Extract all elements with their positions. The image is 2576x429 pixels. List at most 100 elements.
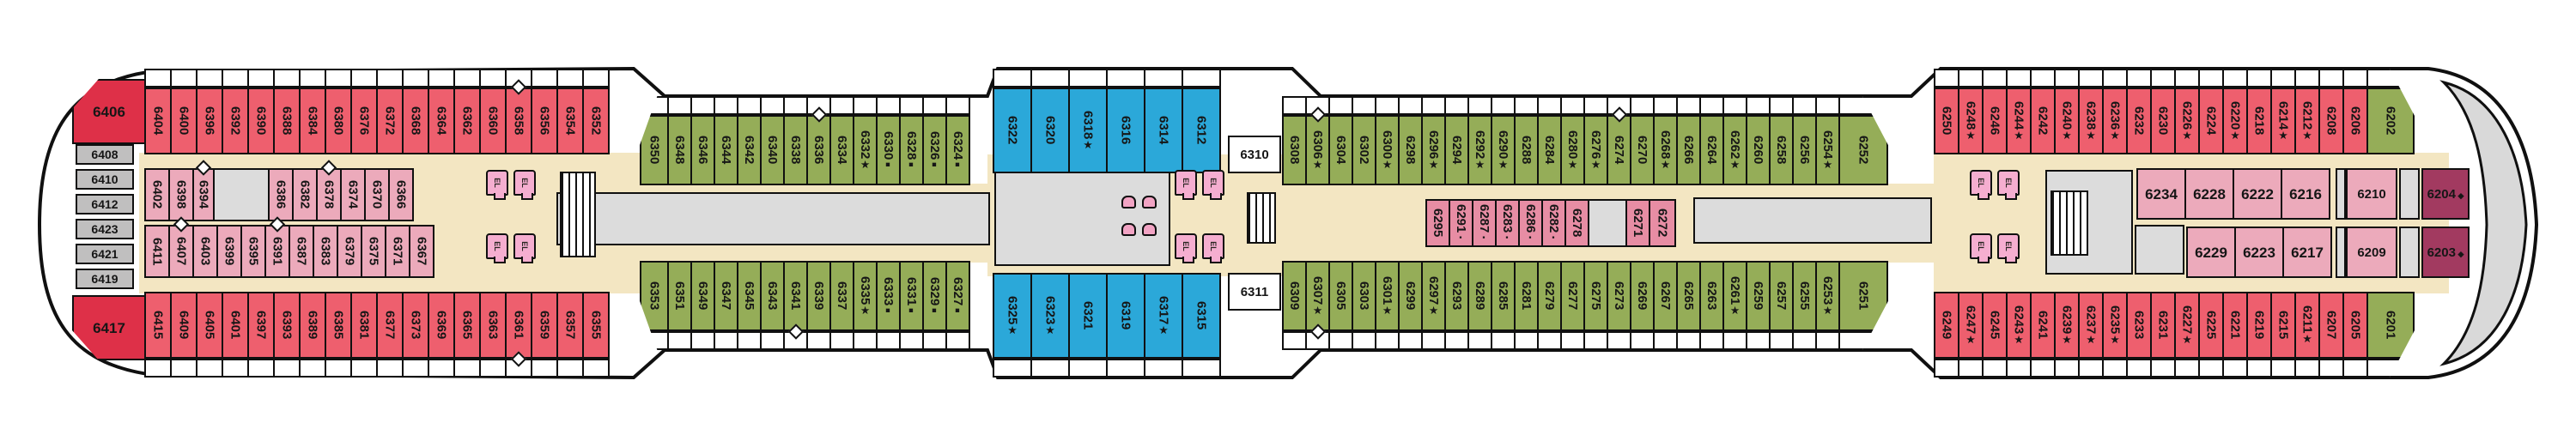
cabin-6297[interactable]: 6297★ xyxy=(1421,261,1446,350)
cabin-6381[interactable]: 6381 xyxy=(350,292,378,378)
cabin-6319[interactable]: 6319 xyxy=(1106,273,1145,378)
cabin-6347[interactable]: 6347 xyxy=(714,261,738,350)
cabin-6298[interactable]: 6298 xyxy=(1398,96,1423,185)
cabin-6284[interactable]: 6284 xyxy=(1537,96,1562,185)
cabin-6228[interactable]: 6228 xyxy=(2184,168,2234,220)
cabin-6207[interactable]: 6207 xyxy=(2318,292,2344,378)
cabin-6411[interactable]: 6411 xyxy=(144,225,170,278)
cabin-6269[interactable]: 6269 xyxy=(1630,261,1655,350)
cabin-6288[interactable]: 6288 xyxy=(1514,96,1539,185)
cabin-6232[interactable]: 6232 xyxy=(2126,69,2152,154)
cabin-6283[interactable]: 6283▪ xyxy=(1495,199,1520,247)
cabin-6217[interactable]: 6217 xyxy=(2282,227,2332,278)
cabin-6333[interactable]: 6333■ xyxy=(876,261,901,350)
cabin-6346[interactable]: 6346 xyxy=(690,96,715,185)
cabin-6328[interactable]: 6328■ xyxy=(899,96,924,185)
cabin-6224[interactable]: 6224 xyxy=(2198,69,2224,154)
cabin-6285[interactable]: 6285 xyxy=(1491,261,1516,350)
cabin-6238[interactable]: 6238★ xyxy=(2078,69,2104,154)
cabin-6292[interactable]: 6292★ xyxy=(1467,96,1492,185)
cabin-6216[interactable]: 6216 xyxy=(2281,168,2330,220)
cabin-6344[interactable]: 6344 xyxy=(714,96,738,185)
cabin-6400[interactable]: 6400 xyxy=(170,69,197,154)
cabin-6270[interactable]: 6270 xyxy=(1630,96,1655,185)
cabin-6399[interactable]: 6399 xyxy=(216,225,242,278)
cabin-6308[interactable]: 6308 xyxy=(1282,96,1307,185)
cabin-6240[interactable]: 6240★ xyxy=(2054,69,2080,154)
cabin-6362[interactable]: 6362 xyxy=(453,69,481,154)
cabin-6274[interactable]: 6274 xyxy=(1607,96,1631,185)
cabin-6402[interactable]: 6402 xyxy=(144,168,170,221)
cabin-6343[interactable]: 6343 xyxy=(760,261,785,350)
cabin-6248[interactable]: 6248★ xyxy=(1958,69,1984,154)
cabin-6210[interactable]: 6210 xyxy=(2346,168,2397,220)
cabin-6293[interactable]: 6293 xyxy=(1444,261,1469,350)
cabin-6299[interactable]: 6299 xyxy=(1398,261,1423,350)
cabin-6391[interactable]: 6391 xyxy=(264,216,290,278)
cabin-6234[interactable]: 6234 xyxy=(2136,168,2186,220)
cabin-6257[interactable]: 6257 xyxy=(1769,261,1794,350)
cabin-6352[interactable]: 6352 xyxy=(582,69,610,154)
cabin-6279[interactable]: 6279 xyxy=(1537,261,1562,350)
cabin-6280[interactable]: 6280★ xyxy=(1560,96,1585,185)
cabin-6277[interactable]: 6277 xyxy=(1560,261,1585,350)
cabin-6235[interactable]: 6235★ xyxy=(2102,292,2128,378)
cabin-6351[interactable]: 6351 xyxy=(667,261,692,350)
cabin-6323[interactable]: 6323★ xyxy=(1030,273,1070,378)
cabin-6339[interactable]: 6339 xyxy=(806,261,831,350)
cabin-6252[interactable]: 6252 xyxy=(1838,96,1888,185)
cabin-6268[interactable]: 6268★ xyxy=(1653,96,1678,185)
cabin-6410[interactable]: 6410 xyxy=(76,169,134,190)
cabin-6325[interactable]: 6325★ xyxy=(993,273,1032,378)
cabin-6242[interactable]: 6242 xyxy=(2030,69,2056,154)
cabin-6386[interactable]: 6386 xyxy=(268,168,294,221)
cabin-6287[interactable]: 6287▪ xyxy=(1472,199,1497,247)
cabin-6306[interactable]: 6306★ xyxy=(1305,96,1330,185)
cabin-6286[interactable]: 6286▪ xyxy=(1518,199,1543,247)
cabin-6356[interactable]: 6356 xyxy=(531,69,558,154)
cabin-6324[interactable]: 6324■ xyxy=(945,96,970,185)
cabin-6336[interactable]: 6336 xyxy=(806,96,831,185)
cabin-6357[interactable]: 6357 xyxy=(556,292,584,378)
cabin-6281[interactable]: 6281 xyxy=(1514,261,1539,350)
cabin-6375[interactable]: 6375 xyxy=(361,225,386,278)
cabin-6312[interactable]: 6312 xyxy=(1182,69,1221,173)
cabin-6206[interactable]: 6206 xyxy=(2342,69,2368,154)
cabin-6276[interactable]: 6276★ xyxy=(1583,96,1608,185)
cabin-6395[interactable]: 6395 xyxy=(240,225,266,278)
cabin-6329[interactable]: 6329■ xyxy=(922,261,947,350)
cabin-6247[interactable]: 6247★ xyxy=(1958,292,1984,378)
cabin-6408[interactable]: 6408 xyxy=(76,144,134,165)
cabin-6246[interactable]: 6246 xyxy=(1982,69,2008,154)
cabin-6318[interactable]: 6318★ xyxy=(1068,69,1108,173)
cabin-6282[interactable]: 6282▪ xyxy=(1541,199,1566,247)
cabin-6253[interactable]: 6253★ xyxy=(1815,261,1840,350)
cabin-6243[interactable]: 6243★ xyxy=(2006,292,2032,378)
cabin-6396[interactable]: 6396 xyxy=(196,69,223,154)
cabin-6273[interactable]: 6273 xyxy=(1607,261,1631,350)
cabin-6291[interactable]: 6291▪ xyxy=(1449,199,1473,247)
cabin-6225[interactable]: 6225 xyxy=(2198,292,2224,378)
cabin-6307[interactable]: 6307★ xyxy=(1305,261,1330,350)
cabin-6317[interactable]: 6317★ xyxy=(1144,273,1183,378)
cabin-6303[interactable]: 6303 xyxy=(1352,261,1376,350)
cabin-6398[interactable]: 6398 xyxy=(168,168,194,221)
cabin-6226[interactable]: 6226★ xyxy=(2174,69,2200,154)
cabin-6369[interactable]: 6369 xyxy=(428,292,455,378)
cabin-6259[interactable]: 6259 xyxy=(1746,261,1771,350)
cabin-6353[interactable]: 6353 xyxy=(640,261,669,350)
cabin-6304[interactable]: 6304 xyxy=(1328,96,1353,185)
cabin-6359[interactable]: 6359 xyxy=(531,292,558,378)
cabin-6332[interactable]: 6332★ xyxy=(853,96,878,185)
cabin-6380[interactable]: 6380 xyxy=(325,69,352,154)
cabin-6334[interactable]: 6334 xyxy=(829,96,854,185)
cabin-6322[interactable]: 6322 xyxy=(993,69,1032,173)
cabin-6255[interactable]: 6255 xyxy=(1792,261,1817,350)
cabin-6348[interactable]: 6348 xyxy=(667,96,692,185)
cabin-6239[interactable]: 6239★ xyxy=(2054,292,2080,378)
cabin-6296[interactable]: 6296★ xyxy=(1421,96,1446,185)
cabin-6378[interactable]: 6378 xyxy=(316,160,342,221)
cabin-6377[interactable]: 6377 xyxy=(376,292,404,378)
cabin-6264[interactable]: 6264 xyxy=(1699,96,1724,185)
cabin-6290[interactable]: 6290★ xyxy=(1491,96,1516,185)
